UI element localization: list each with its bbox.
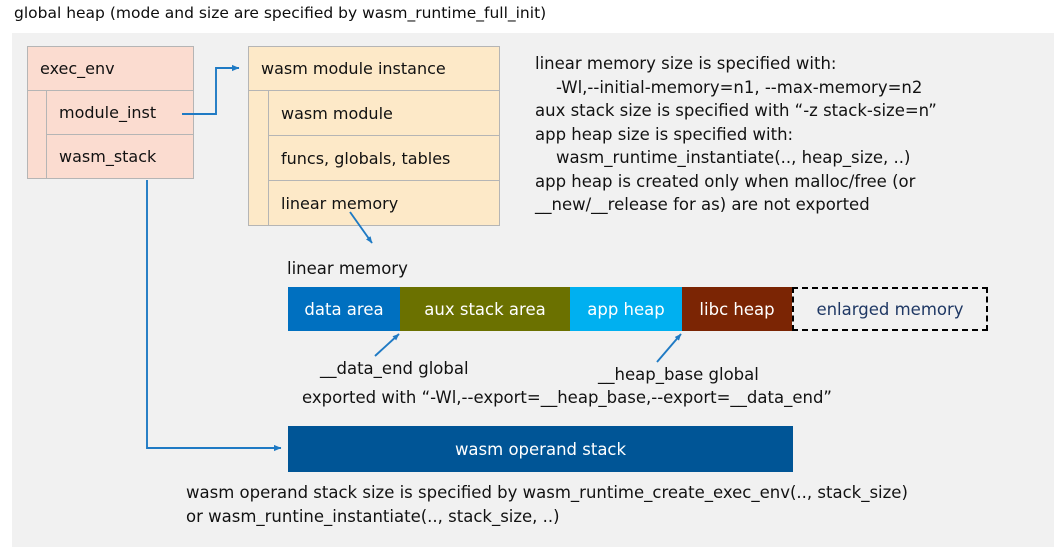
wasm-module-instance-gutter [248, 91, 269, 226]
field-linear-memory: linear memory [269, 181, 500, 226]
exec-env-field-wasm-stack: wasm_stack [47, 135, 194, 179]
exec-env-rows: module_inst wasm_stack [47, 91, 194, 179]
segment-aux-stack-area: aux stack area [400, 287, 570, 331]
wasm-module-instance-header: wasm module instance [248, 46, 500, 91]
segment-data-area: data area [288, 287, 400, 331]
annotation-exported: exported with “-Wl,--export=__heap_base,… [302, 388, 832, 407]
exec-env-body: module_inst wasm_stack [27, 91, 194, 179]
exec-env-header: exec_env [27, 46, 194, 91]
field-wasm-module: wasm module [269, 91, 500, 136]
page-title: global heap (mode and size are specified… [14, 4, 547, 22]
segment-enlarged-memory: enlarged memory [792, 287, 988, 331]
segment-libc-heap: libc heap [682, 287, 792, 331]
exec-env-field-module-inst: module_inst [47, 91, 194, 135]
exec-env-gutter [27, 91, 47, 179]
annotation-heap-base: __heap_base global [598, 365, 759, 384]
wasm-module-instance-box: wasm module instance wasm module funcs, … [248, 46, 500, 226]
linear-memory-caption: linear memory [287, 259, 408, 278]
linear-memory-bar: data area aux stack area app heap libc h… [288, 287, 988, 331]
exec-env-box: exec_env module_inst wasm_stack [27, 46, 194, 179]
linear-memory-note: linear memory size is specified with: -W… [535, 54, 937, 214]
segment-app-heap: app heap [570, 287, 682, 331]
wasm-module-instance-rows: wasm module funcs, globals, tables linea… [269, 91, 500, 226]
wasm-module-instance-body: wasm module funcs, globals, tables linea… [248, 91, 500, 226]
annotation-data-end: __data_end global [320, 359, 469, 378]
field-funcs-globals-tables: funcs, globals, tables [269, 136, 500, 181]
operand-stack-note: wasm operand stack size is specified by … [186, 483, 908, 526]
wasm-operand-stack-box: wasm operand stack [288, 426, 793, 472]
